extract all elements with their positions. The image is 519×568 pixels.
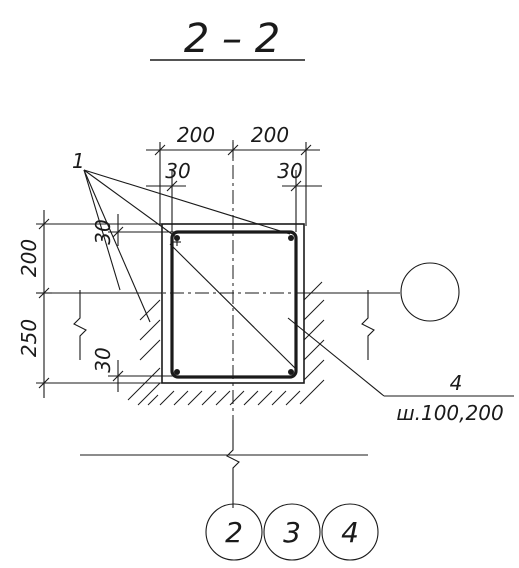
callout-4-spec: ш.100,200	[396, 401, 503, 425]
rebar-dots	[174, 235, 294, 375]
dim-top-left: 200	[177, 123, 215, 147]
dim-cover-top-right: 30	[277, 159, 302, 183]
ground-bubble	[400, 262, 460, 322]
dim-cover-left-lower: 30	[91, 347, 115, 372]
break-mark-left	[73, 290, 87, 360]
left-dimensions: 200 250	[17, 210, 162, 398]
top-dimensions: 200 200	[146, 123, 320, 226]
dim-left-upper: 200	[17, 239, 41, 277]
dim-cover-top-left: 30	[165, 159, 190, 183]
callout-1-leaders	[83, 169, 291, 323]
callout-4-label: 4	[450, 371, 463, 395]
dim-left-lower: 250	[17, 319, 41, 357]
section-diagonal	[169, 243, 298, 371]
dim-top-right: 200	[251, 123, 289, 147]
break-mark-right	[361, 290, 375, 360]
section-title: 2 – 2	[150, 16, 305, 62]
axis-bubble-4-label: 4	[341, 516, 359, 549]
bottom-reference	[80, 420, 368, 508]
callout-1-label: 1	[72, 149, 85, 173]
axis-bubbles: 2 3 4	[205, 503, 379, 561]
left-cover-dimensions: 30 30	[91, 214, 174, 392]
axis-bubble-2	[205, 503, 263, 561]
break-mark-bottom	[226, 420, 240, 508]
axis-bubble-3	[263, 503, 321, 561]
top-cover-dimensions: 30 30	[146, 159, 322, 232]
soil-hatching	[127, 281, 325, 406]
dim-cover-left-upper: 30	[91, 219, 115, 244]
axis-bubble-3-label: 3	[283, 516, 301, 549]
axis-bubble-2-label: 2	[225, 516, 243, 549]
axis-bubble-4	[321, 503, 379, 561]
section-title-text: 2 – 2	[184, 16, 280, 62]
callout-4: 4 ш.100,200	[287, 317, 514, 425]
stirrup	[170, 230, 298, 379]
